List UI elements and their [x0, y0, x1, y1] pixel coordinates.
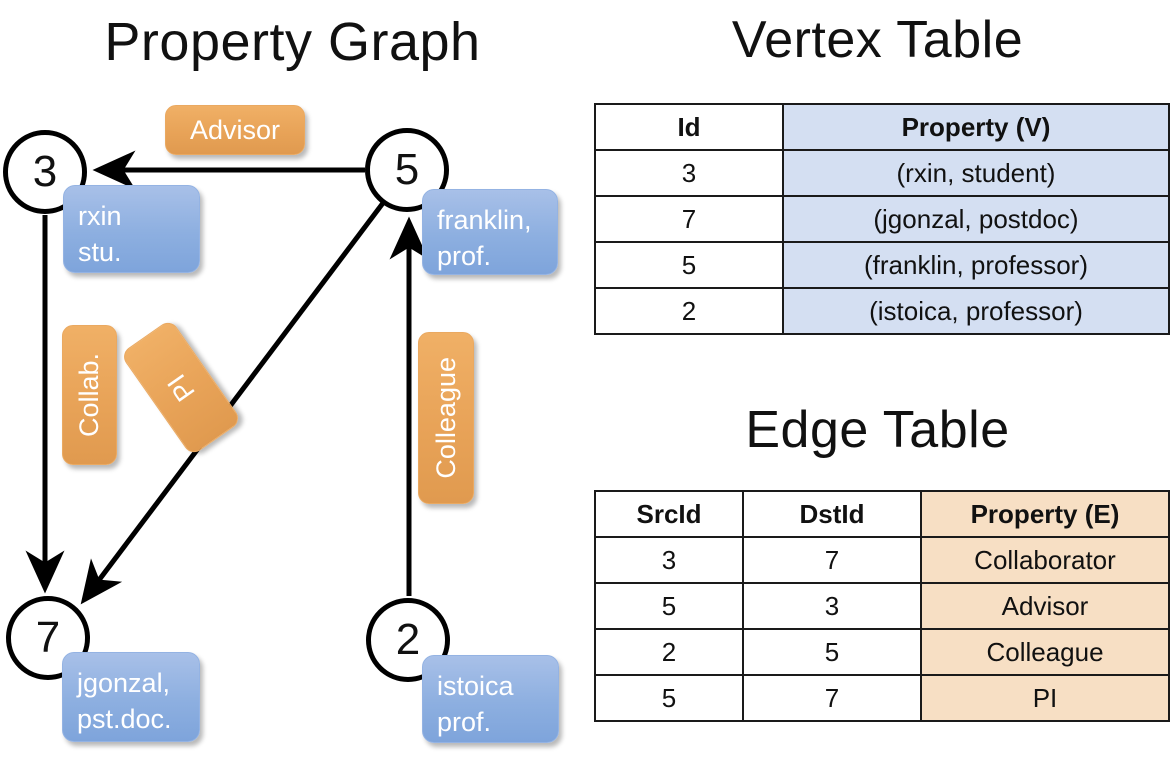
edge-table-cell-property: PI — [920, 674, 1170, 722]
vertex-property-box-jgonzal[interactable]: jgonzal, pst.doc. — [62, 652, 200, 742]
edge-table-cell-dstid: 3 — [742, 582, 922, 630]
vertex-property-jgonzal-line1: jgonzal, — [77, 668, 171, 698]
graph-vertex-2[interactable]: 2 — [366, 598, 450, 682]
vertex-7-label: 7 — [35, 613, 61, 662]
edge-table-cell-srcid: 5 — [594, 582, 744, 630]
edge-5-to-7-pi — [80, 201, 385, 605]
edge-table: SrcId DstId Property (E) 3 7 Collaborato… — [594, 490, 1170, 722]
vertex-2-label: 2 — [395, 615, 421, 664]
edge-table-cell-property: Advisor — [920, 582, 1170, 630]
vertex-property-franklin-line2: prof. — [437, 241, 492, 271]
vertex-table-col-property: Property (V) — [782, 103, 1170, 151]
edge-table-cell-dstid: 7 — [742, 536, 922, 584]
vertex-property-box-franklin[interactable]: franklin, prof. — [422, 189, 558, 275]
edge-table-cell-property: Colleague — [920, 628, 1170, 676]
edge-label-box-advisor[interactable]: Advisor — [165, 105, 305, 155]
table-row[interactable]: 3 (rxin, student) — [594, 149, 1170, 197]
vertex-property-franklin-line1: franklin, — [437, 205, 532, 235]
edge-table-col-property: Property (E) — [920, 490, 1170, 538]
table-row[interactable]: 5 3 Advisor — [594, 582, 1170, 630]
edge-label-pi-text: PI — [160, 368, 201, 407]
vertex-property-box-rxin[interactable]: rxin stu. — [63, 185, 200, 273]
edge-label-collab-text: Collab. — [74, 352, 104, 438]
property-graph-panel: Property Graph 3 5 7 2 rxin stu. frankli… — [3, 12, 559, 743]
vertex-property-jgonzal-line2: pst.doc. — [77, 704, 172, 734]
table-row[interactable]: 5 7 PI — [594, 674, 1170, 722]
edge-table-cell-dstid: 7 — [742, 674, 922, 722]
page-title-property-graph: Property Graph — [104, 12, 481, 72]
vertex-table-cell-property: (rxin, student) — [782, 149, 1170, 197]
graph-vertex-5[interactable]: 5 — [365, 128, 449, 212]
vertex-table-cell-id: 5 — [594, 241, 784, 289]
edge-label-advisor-text: Advisor — [189, 114, 281, 145]
table-row[interactable]: 5 (franklin, professor) — [594, 241, 1170, 289]
edge-label-box-colleague[interactable]: Colleague — [418, 332, 474, 504]
vertex-table-col-id: Id — [594, 103, 784, 151]
table-row[interactable]: 2 (istoica, professor) — [594, 287, 1170, 335]
vertex-property-rxin-line2: stu. — [78, 237, 122, 267]
vertex-5-label: 5 — [394, 145, 420, 194]
edge-table-header-row: SrcId DstId Property (E) — [594, 490, 1170, 538]
page-title-vertex-table: Vertex Table — [731, 11, 1024, 69]
edge-table-cell-dstid: 5 — [742, 628, 922, 676]
edge-table-cell-property: Collaborator — [920, 536, 1170, 584]
vertex-table-header-row: Id Property (V) — [594, 103, 1170, 151]
page-title-edge-table: Edge Table — [745, 401, 1010, 459]
edge-table-col-dstid: DstId — [742, 490, 922, 538]
vertex-table-cell-property: (istoica, professor) — [782, 287, 1170, 335]
vertex-property-rxin-line1: rxin — [78, 201, 122, 231]
edge-table-cell-srcid: 3 — [594, 536, 744, 584]
vertex-3-label: 3 — [32, 147, 58, 196]
edge-label-box-collab[interactable]: Collab. — [62, 325, 117, 465]
vertex-table-cell-id: 3 — [594, 149, 784, 197]
vertex-table-cell-property: (jgonzal, postdoc) — [782, 195, 1170, 243]
edge-table-cell-srcid: 5 — [594, 674, 744, 722]
vertex-table-cell-id: 7 — [594, 195, 784, 243]
vertex-table: Id Property (V) 3 (rxin, student) 7 (jgo… — [594, 103, 1170, 335]
edge-table-col-srcid: SrcId — [594, 490, 744, 538]
table-row[interactable]: 3 7 Collaborator — [594, 536, 1170, 584]
vertex-property-istoica-line2: prof. — [437, 707, 492, 737]
vertex-table-cell-property: (franklin, professor) — [782, 241, 1170, 289]
edge-label-colleague-text: Colleague — [430, 357, 461, 479]
edge-table-cell-srcid: 2 — [594, 628, 744, 676]
vertex-table-cell-id: 2 — [594, 287, 784, 335]
vertex-property-box-istoica[interactable]: istoica prof. — [422, 655, 559, 743]
graph-edges-layer — [25, 150, 429, 605]
vertex-property-istoica-line1: istoica — [437, 671, 514, 701]
table-row[interactable]: 7 (jgonzal, postdoc) — [594, 195, 1170, 243]
table-row[interactable]: 2 5 Colleague — [594, 628, 1170, 676]
